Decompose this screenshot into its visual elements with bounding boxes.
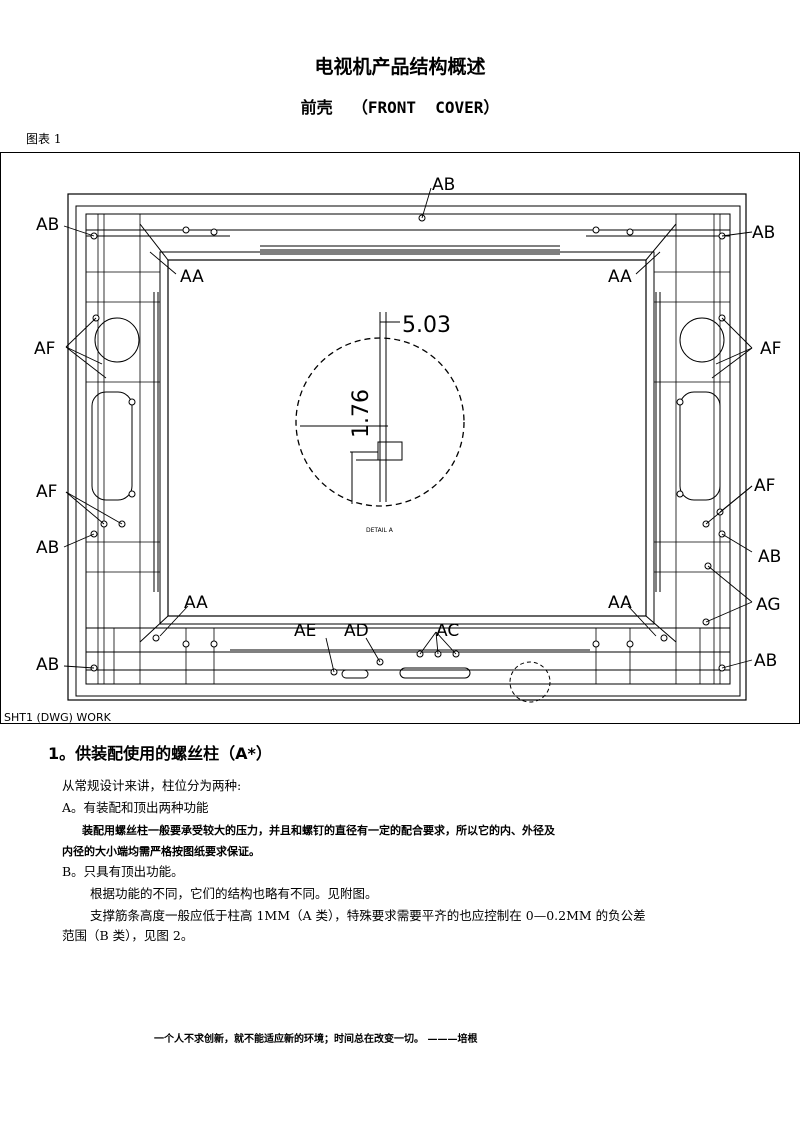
label-af-right-bottom: AF bbox=[754, 476, 775, 496]
paragraph-type-a-detail: 装配用螺丝柱一般要承受较大的压力，并且和螺钉的直径有一定的配合要求，所以它的内、… bbox=[82, 824, 555, 837]
label-ab-left-bottom: AB bbox=[36, 655, 59, 675]
label-ab-right-bottom: AB bbox=[754, 651, 777, 671]
housing-outer bbox=[67, 193, 747, 701]
left-boss-ring bbox=[94, 317, 140, 363]
right-boss-ring bbox=[679, 317, 725, 363]
label-aa-left-top: AA bbox=[180, 267, 204, 287]
paragraph-type-a-detail-2: 内径的大小端均需严格按图纸要求保证。 bbox=[62, 845, 260, 858]
dimension-horizontal: 5.03 bbox=[402, 313, 451, 338]
paragraph-intro: 从常规设计来讲，柱位分为两种: bbox=[62, 778, 242, 793]
label-ag: AG bbox=[756, 595, 781, 615]
label-ab-right-mid: AB bbox=[758, 547, 781, 567]
housing-inner bbox=[75, 205, 741, 697]
left-speaker-cavity bbox=[91, 391, 133, 501]
front-cover-drawing: AB AB AB AA AA AF AF AF AF AB AB AA AA A… bbox=[0, 152, 800, 724]
label-aa-right-bottom: AA bbox=[608, 593, 632, 613]
section-heading: 1。供装配使用的螺丝柱（A*） bbox=[48, 744, 272, 763]
label-af-left-bottom: AF bbox=[36, 482, 57, 502]
paragraph-type-b: B。只具有顶出功能。 bbox=[62, 864, 184, 879]
footer-quote: 一个人不求创新，就不能适应新的环境；时间总在改变一切。 ———培根 bbox=[154, 1034, 478, 1045]
screen-bezel bbox=[159, 251, 655, 625]
label-ab-right-top: AB bbox=[752, 223, 775, 243]
document-subtitle: 前壳 （FRONT COVER） bbox=[300, 98, 500, 117]
label-ab-left-top: AB bbox=[36, 215, 59, 235]
label-af-left-top: AF bbox=[34, 339, 55, 359]
label-ae: AE bbox=[294, 621, 316, 641]
dimension-vertical: 1.76 bbox=[349, 389, 374, 438]
label-ac: AC bbox=[436, 621, 459, 641]
label-af-right-top: AF bbox=[760, 339, 781, 359]
housing-rib bbox=[85, 213, 731, 685]
paragraph-structure: 根据功能的不同，它们的结构也略有不同。见附图。 bbox=[90, 886, 378, 901]
right-speaker-cavity bbox=[679, 391, 721, 501]
paragraph-type-a: A。有装配和顶出两种功能 bbox=[62, 800, 209, 815]
paragraph-rib-height: 支撑筋条高度一般应低于柱高 1MM（A 类），特殊要求需要平齐的也应控制在 0—… bbox=[90, 908, 646, 923]
label-aa-left-bottom: AA bbox=[184, 593, 208, 613]
label-ab-left-mid: AB bbox=[36, 538, 59, 558]
screen-opening bbox=[167, 259, 647, 617]
paragraph-tolerance: 范围（B 类），见图 2。 bbox=[62, 928, 194, 943]
document-title: 电视机产品结构概述 bbox=[314, 56, 486, 78]
label-aa-right-top: AA bbox=[608, 267, 632, 287]
sheet-label: SHT1 (DWG) WORK bbox=[4, 711, 112, 724]
label-ad: AD bbox=[344, 621, 369, 641]
figure-label: 图表 1 bbox=[26, 132, 62, 146]
detail-label: DETAIL A bbox=[366, 527, 394, 534]
label-ab-top: AB bbox=[432, 175, 455, 195]
